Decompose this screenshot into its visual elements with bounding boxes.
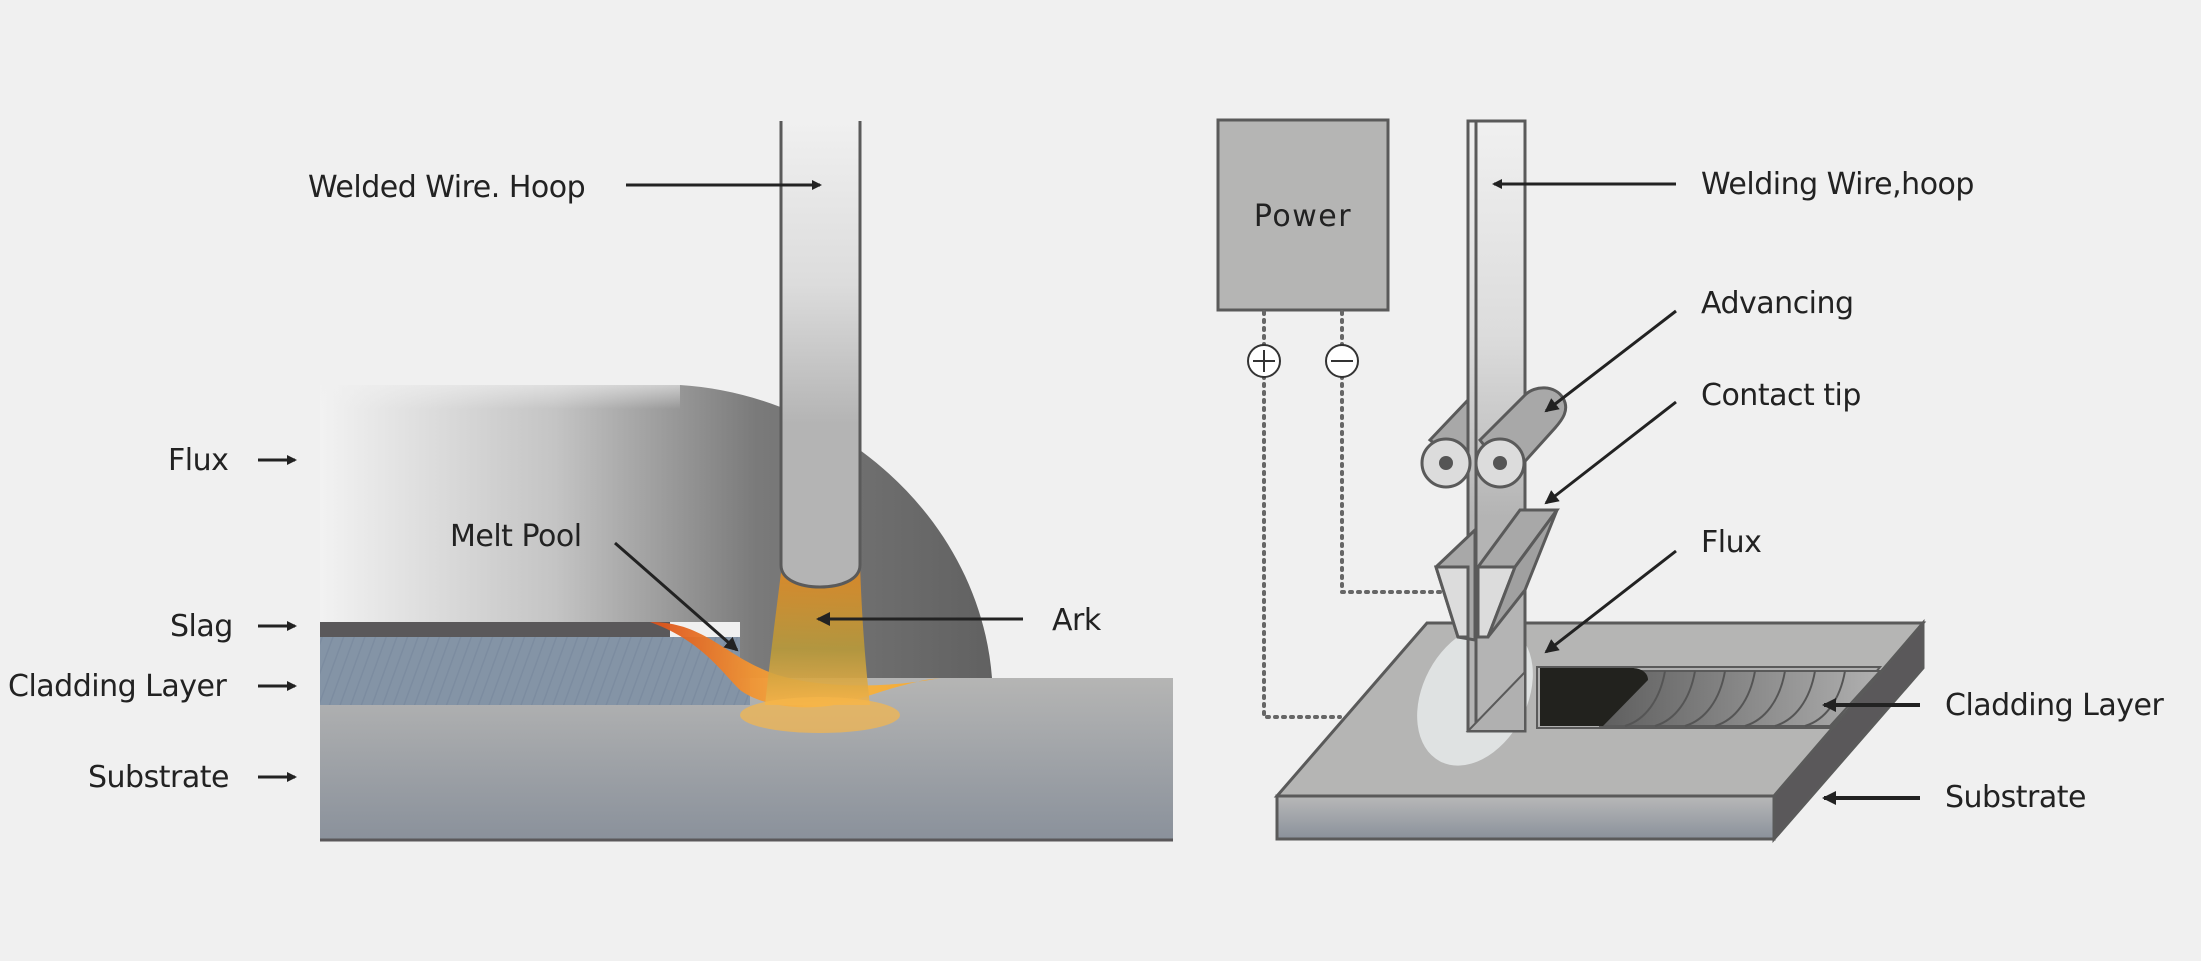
flux-highlight (320, 385, 680, 465)
label-substrate: Substrate (88, 760, 229, 795)
cladding-layer (320, 637, 750, 705)
label-flux: Flux (168, 443, 228, 478)
label-cladding-layer-right: Cladding Layer (1945, 688, 2164, 723)
negative-terminal-icon (1325, 344, 1359, 378)
arc-plasma (765, 565, 870, 705)
left-cross-section: Welded Wire. Hoop Flux Slag Cladding Lay… (8, 121, 1173, 842)
wire-end-bevel (1465, 669, 1526, 732)
arrow-contact-tip (1544, 400, 1677, 505)
right-isometric: Power (1216, 118, 2165, 844)
power-box (1216, 118, 1390, 312)
label-cladding-layer: Cladding Layer (8, 669, 227, 704)
label-slag: Slag (170, 609, 233, 644)
label-contact-tip: Contact tip (1701, 378, 1861, 413)
contact-tip (1433, 508, 1560, 642)
arrow-flux-right (1544, 549, 1677, 654)
label-advancing: Advancing (1701, 286, 1854, 321)
power-label: Power (1254, 199, 1352, 234)
bead-dark-crater (1540, 668, 1648, 726)
arrow-advancing (1544, 309, 1677, 413)
slag-layer (320, 622, 670, 637)
pool-glow (740, 697, 900, 733)
plate-front-face (1275, 794, 1776, 841)
label-flux-right: Flux (1701, 525, 1761, 560)
label-arc: Ark (1052, 603, 1102, 638)
arrow-melt-pool (614, 541, 739, 652)
wire-electrode (779, 121, 862, 589)
label-substrate-right: Substrate (1945, 780, 2086, 815)
positive-terminal-icon (1247, 344, 1281, 378)
label-welding-wire: Welding Wire,hoop (1701, 167, 1974, 202)
positive-lead (1262, 310, 1342, 719)
label-welded-wire: Welded Wire. Hoop (308, 170, 585, 205)
negative-lead (1340, 310, 1445, 594)
label-melt-pool: Melt Pool (450, 519, 582, 554)
bead-ripples (1624, 670, 1846, 727)
